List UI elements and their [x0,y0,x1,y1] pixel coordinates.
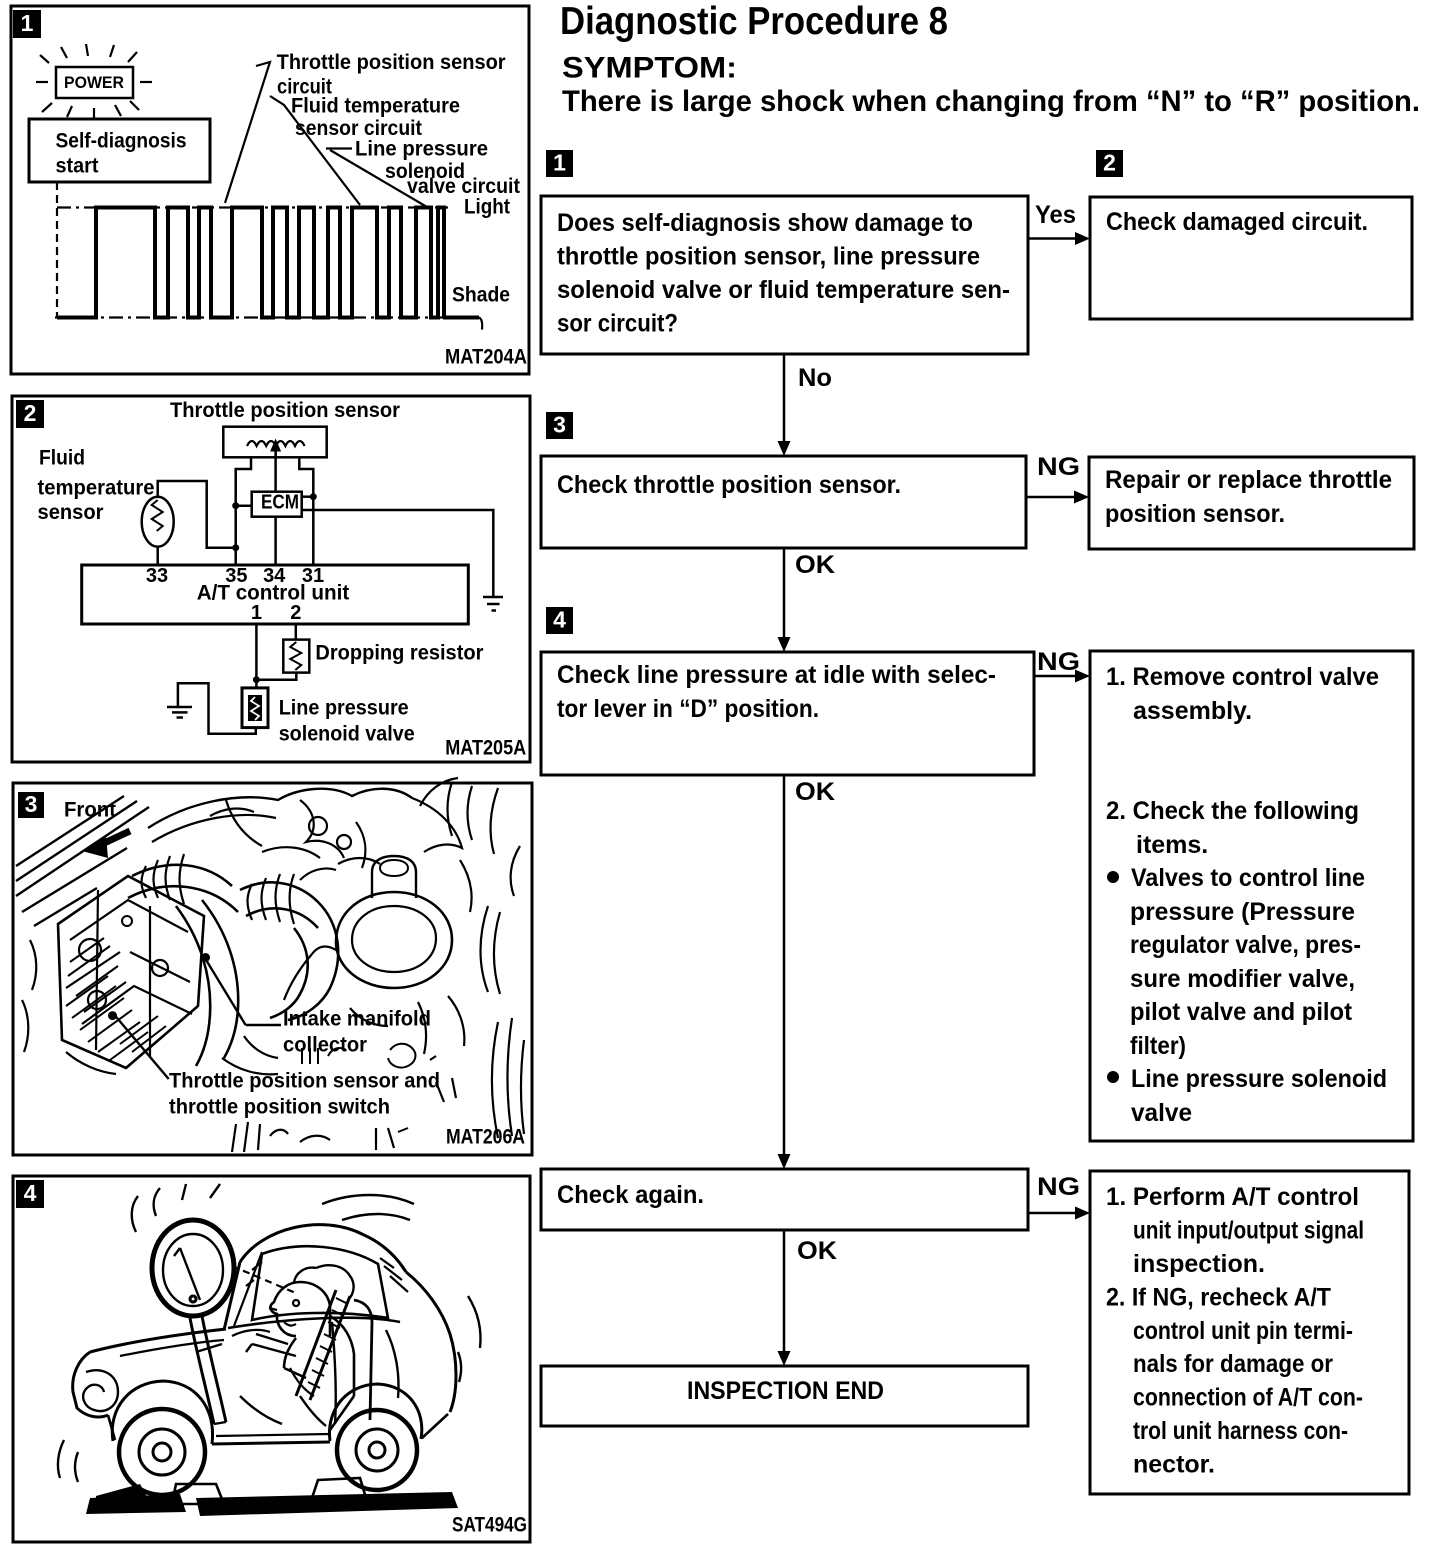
svg-text:34: 34 [263,565,286,587]
svg-text:Line pressure solenoid: Line pressure solenoid [1131,1065,1387,1093]
svg-text:Diagnostic Procedure 8: Diagnostic Procedure 8 [560,0,948,43]
svg-text:Repair or replace throttle: Repair or replace throttle [1105,466,1392,494]
svg-text:Self-diagnosis: Self-diagnosis [56,130,187,153]
svg-text:Check again.: Check again. [557,1181,704,1209]
svg-text:control unit pin termi-: control unit pin termi- [1133,1317,1353,1345]
svg-text:valve circuit: valve circuit [407,175,520,198]
svg-text:2. Check the following: 2. Check the following [1106,797,1359,825]
svg-text:pressure (Pressure: pressure (Pressure [1130,898,1355,926]
svg-text:MAT206A: MAT206A [446,1126,525,1149]
svg-text:Throttle position sensor and: Throttle position sensor and [169,1070,440,1093]
svg-text:Throttle position sensor: Throttle position sensor [170,399,400,422]
svg-text:3: 3 [553,411,566,437]
svg-text:inspection.: inspection. [1133,1250,1265,1278]
svg-text:Dropping resistor: Dropping resistor [315,642,483,665]
svg-text:nector.: nector. [1133,1451,1215,1479]
svg-text:POWER: POWER [64,73,124,92]
svg-text:pilot valve and pilot: pilot valve and pilot [1130,998,1353,1026]
svg-text:assembly.: assembly. [1133,697,1252,725]
svg-text:35: 35 [225,565,247,587]
svg-text:sensor: sensor [38,501,104,524]
svg-text:collector: collector [283,1034,367,1057]
svg-text:1. Remove control valve: 1. Remove control valve [1106,663,1379,691]
svg-text:sensor circuit: sensor circuit [295,117,422,140]
svg-text:Fluid: Fluid [39,447,85,470]
svg-text:Fluid temperature: Fluid temperature [291,95,460,118]
svg-text:solenoid: solenoid [385,160,465,183]
svg-text:Shade: Shade [452,284,510,307]
svg-text:position sensor.: position sensor. [1105,500,1285,528]
svg-text:Line pressure: Line pressure [279,697,409,720]
svg-text:regulator valve, pres-: regulator valve, pres- [1130,931,1361,959]
svg-text:SAT494G: SAT494G [452,1514,527,1537]
svg-text:trol unit harness con-: trol unit harness con- [1133,1417,1348,1445]
svg-text:4: 4 [553,606,566,632]
svg-text:2. If NG, recheck A/T: 2. If NG, recheck A/T [1106,1284,1331,1312]
svg-text:There is large shock when chan: There is large shock when changing from … [562,85,1420,118]
svg-text:Check throttle position sensor: Check throttle position sensor. [557,471,901,499]
svg-text:unit input/output signal: unit input/output signal [1133,1217,1364,1245]
svg-text:tor lever in “D” position.: tor lever in “D” position. [557,695,819,723]
svg-text:ECM: ECM [261,491,299,513]
svg-text:Front: Front [64,799,116,822]
svg-text:1: 1 [251,602,262,624]
svg-text:2: 2 [290,602,301,624]
svg-text:31: 31 [302,565,324,587]
svg-text:INSPECTION END: INSPECTION END [687,1377,884,1405]
svg-text:nals for damage or: nals for damage or [1133,1350,1333,1378]
svg-text:throttle position switch: throttle position switch [169,1096,390,1119]
svg-text:2: 2 [24,400,37,426]
svg-text:Throttle position sensor: Throttle position sensor [277,51,506,74]
svg-text:Intake manifold: Intake manifold [283,1008,431,1031]
svg-text:33: 33 [146,565,168,587]
svg-text:1: 1 [21,10,34,36]
svg-text:No: No [798,364,832,392]
svg-text:OK: OK [795,551,835,579]
svg-text:3: 3 [25,791,38,817]
svg-text:OK: OK [797,1237,837,1265]
svg-text:MAT205A: MAT205A [445,736,526,759]
svg-text:connection of A/T con-: connection of A/T con- [1133,1384,1363,1412]
svg-text:A/T control unit: A/T control unit [197,582,350,605]
svg-text:Line pressure: Line pressure [355,138,488,161]
svg-text:1: 1 [553,149,566,175]
svg-text:sure modifier valve,: sure modifier valve, [1130,965,1355,993]
svg-text:Light: Light [464,196,510,219]
svg-text:filter): filter) [1130,1032,1186,1060]
svg-text:SYMPTOM:: SYMPTOM: [562,52,737,85]
svg-text:solenoid valve or fluid temper: solenoid valve or fluid temperature sen- [557,276,1010,304]
svg-text:throttle position sensor, line: throttle position sensor, line pressure [557,243,980,271]
svg-text:Valves to control line: Valves to control line [1131,864,1365,892]
svg-text:temperature: temperature [38,477,155,500]
svg-text:Does self-diagnosis show damag: Does self-diagnosis show damage to [557,209,973,237]
svg-text:solenoid valve: solenoid valve [279,723,415,746]
svg-text:circuit: circuit [277,76,332,99]
svg-text:Check damaged circuit.: Check damaged circuit. [1106,208,1368,236]
svg-text:NG: NG [1037,1173,1080,1201]
svg-text:2: 2 [1103,149,1116,175]
svg-text:NG: NG [1037,453,1080,481]
svg-text:OK: OK [795,778,835,806]
svg-text:MAT204A: MAT204A [445,346,527,369]
svg-text:NG: NG [1037,648,1080,676]
svg-text:4: 4 [24,1180,37,1206]
svg-text:sor circuit?: sor circuit? [557,310,678,338]
svg-text:start: start [56,155,99,178]
svg-text:1. Perform A/T control: 1. Perform A/T control [1106,1183,1359,1211]
svg-text:Yes: Yes [1035,201,1076,229]
svg-text:Check line pressure at idle wi: Check line pressure at idle with selec- [557,661,996,689]
svg-text:items.: items. [1136,831,1208,859]
svg-text:valve: valve [1131,1099,1192,1127]
